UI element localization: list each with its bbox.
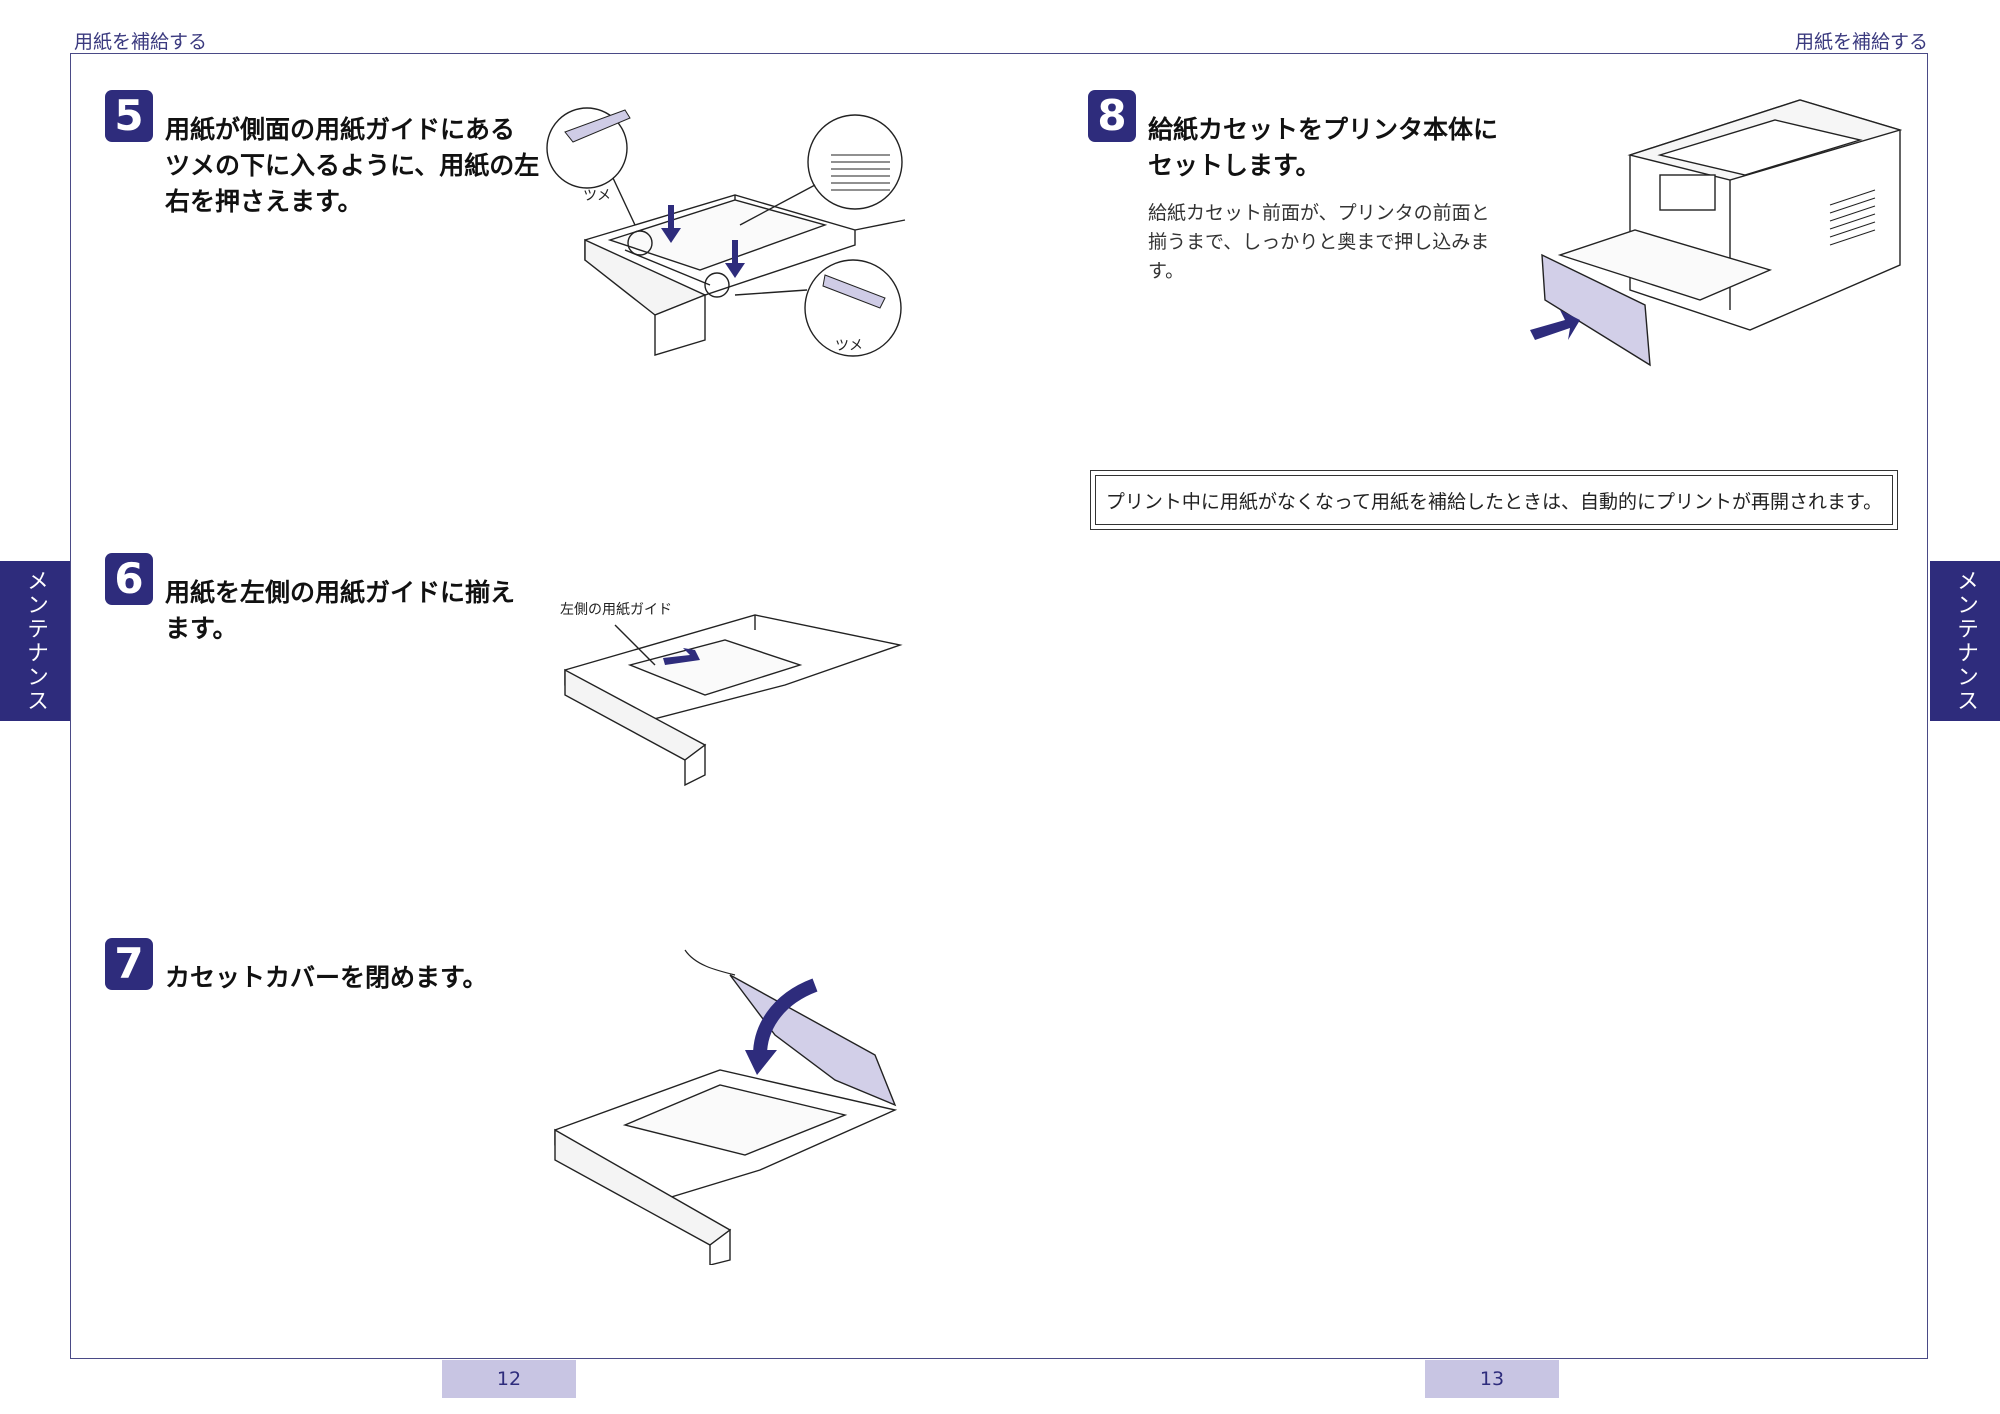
step-8-text: 給紙カセットをプリンタ本体に セットします。 [1148,112,1498,184]
note-box: プリント中に用紙がなくなって用紙を補給したときは、自動的にプリントが再開されます… [1090,470,1898,530]
step-5-line-1: 用紙が側面の用紙ガイドにある [165,115,516,144]
step-5-text: 用紙が側面の用紙ガイドにある ツメの下に入るように、用紙の左 右を押さえます。 [165,112,539,220]
left-guide-label: 左側の用紙ガイド [560,602,672,618]
step-8-detail-line-3: す。 [1148,260,1185,282]
left-guide-illustration: 左側の用紙ガイド [560,602,903,787]
step-7-text: カセットカバーを閉めます。 [165,960,488,996]
page-number-left: 12 [442,1360,576,1398]
step-7-line-1: カセットカバーを閉めます。 [165,963,488,992]
step-8-badge: 8 [1088,90,1136,142]
step-6-line-2: ます。 [165,614,238,643]
step-5-badge: 5 [105,90,153,142]
step-6-line-1: 用紙を左側の用紙ガイドに揃え [165,578,516,607]
step-6-badge: 6 [105,553,153,605]
step-7-badge: 7 [105,938,153,990]
side-tab-left: メンテナンス [0,561,70,721]
tray-claw-illustration: ツメ ツメ [546,107,906,357]
page-frame [70,53,1928,1359]
step-8-detail-line-1: 給紙カセット前面が、プリンタの前面と [1148,202,1490,224]
header-left-title: 用紙を補給する [74,31,208,53]
step-8-line-2: セットします。 [1148,151,1321,180]
step-8-line-1: 給紙カセットをプリンタ本体に [1148,115,1499,144]
printer-cassette-illustration [1530,99,1902,367]
step-8-detail: 給紙カセット前面が、プリンタの前面と 揃うまで、しっかりと奥まで押し込みま す。 [1148,199,1490,286]
side-tab-right: メンテナンス [1930,561,2000,721]
step-5-line-2: ツメの下に入るように、用紙の左 [165,151,540,180]
step-6-text: 用紙を左側の用紙ガイドに揃え ます。 [165,575,515,647]
header-right-title: 用紙を補給する [1794,31,1928,53]
note-text: プリント中に用紙がなくなって用紙を補給したときは、自動的にプリントが再開されます… [1095,475,1893,525]
close-cover-illustration [554,949,898,1265]
step-5-line-3: 右を押さえます。 [165,187,363,216]
claw-label-bottom: ツメ [835,338,863,354]
claw-label-top: ツメ [583,188,611,204]
page-number-right: 13 [1425,1360,1559,1398]
step-8-detail-line-2: 揃うまで、しっかりと奥まで押し込みま [1148,231,1490,253]
